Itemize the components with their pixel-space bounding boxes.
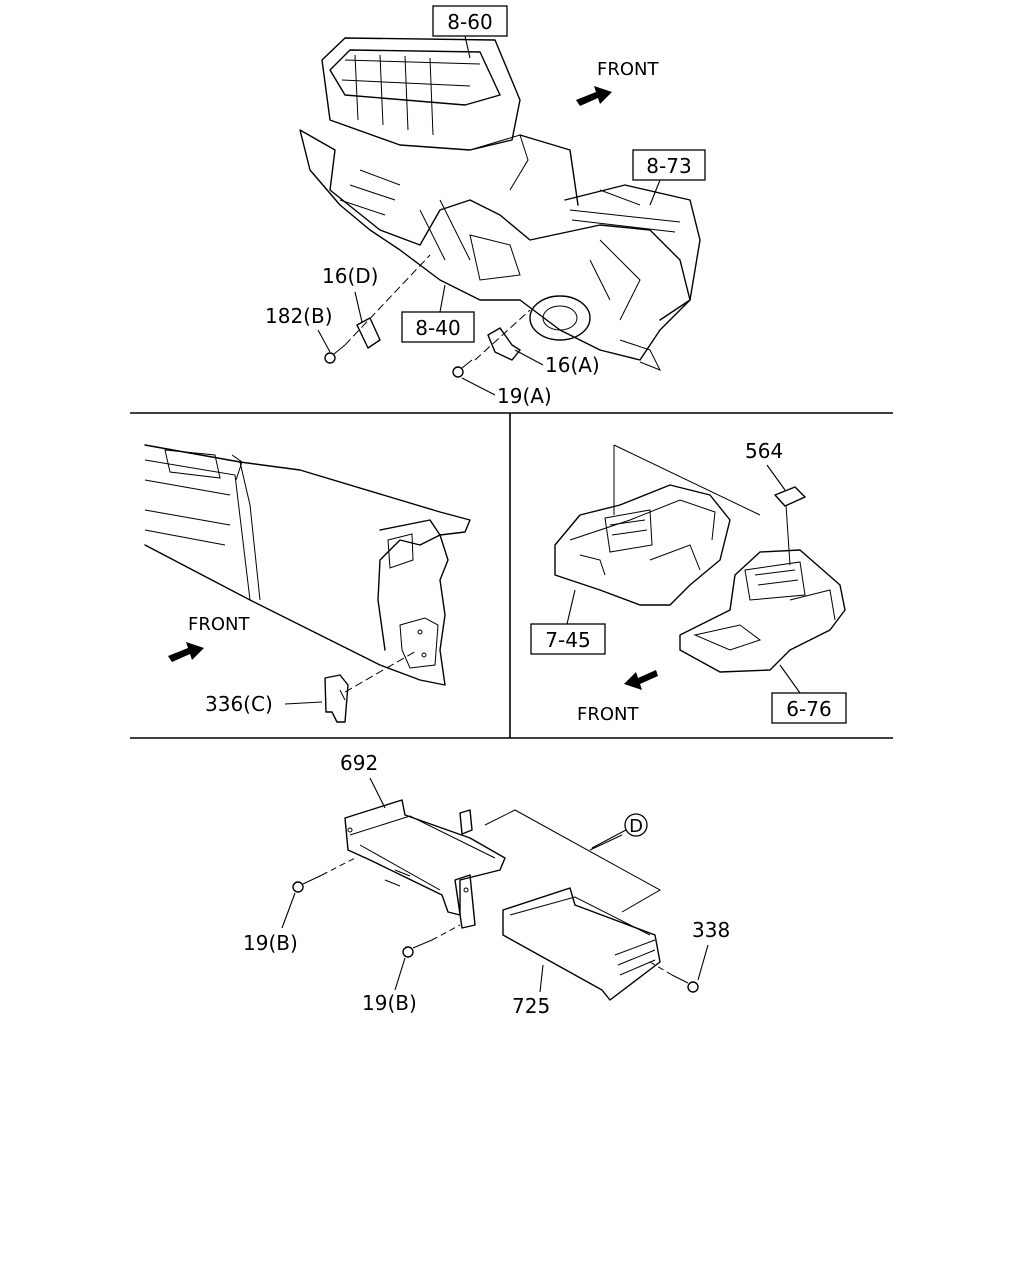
hvac-unit-drawing (299, 37, 701, 378)
callout-8-40: 8-40 (401, 284, 475, 343)
label-725: 725 (512, 994, 550, 1018)
screw-icon (649, 961, 699, 993)
svg-text:6-76: 6-76 (786, 697, 831, 721)
bracket-icon (356, 317, 381, 349)
label-338: 338 (692, 918, 730, 942)
front-arrow-icon (168, 642, 204, 662)
callout-7-45: 7-45 (530, 589, 606, 655)
screw-icon (292, 857, 356, 893)
callout-8-60: 8-60 (432, 5, 508, 59)
front-label-middle-right: FRONT (577, 704, 639, 725)
callout-d: D (591, 813, 648, 849)
front-label-top: FRONT (597, 59, 659, 80)
screw-icon (324, 344, 346, 364)
bracket-336c (324, 649, 419, 723)
screw-icon (452, 359, 473, 378)
clip-564 (774, 486, 806, 507)
callout-6-76: 6-76 (771, 664, 847, 724)
console-drawing (554, 444, 846, 673)
front-arrow-icon (576, 86, 612, 106)
dashboard-drawing (144, 444, 471, 686)
label-692: 692 (340, 751, 378, 775)
callout-8-73: 8-73 (632, 149, 706, 206)
label-16d: 16(D) (322, 264, 378, 288)
label-16a: 16(A) (545, 353, 600, 377)
label-564: 564 (745, 439, 783, 463)
svg-text:8-73: 8-73 (646, 154, 691, 178)
front-arrow-icon (624, 670, 658, 690)
label-182b: 182(B) (265, 304, 333, 328)
pocket-bracket-drawing (292, 799, 699, 1001)
label-19a: 19(A) (497, 384, 552, 408)
label-19b-right: 19(B) (362, 991, 417, 1015)
svg-text:8-60: 8-60 (447, 10, 492, 34)
svg-text:D: D (629, 816, 643, 837)
svg-text:7-45: 7-45 (545, 628, 590, 652)
label-336c: 336(C) (205, 692, 273, 716)
svg-text:8-40: 8-40 (415, 316, 460, 340)
front-label-middle-left: FRONT (188, 614, 250, 635)
screw-icon (402, 924, 461, 958)
label-19b-left: 19(B) (243, 931, 298, 955)
